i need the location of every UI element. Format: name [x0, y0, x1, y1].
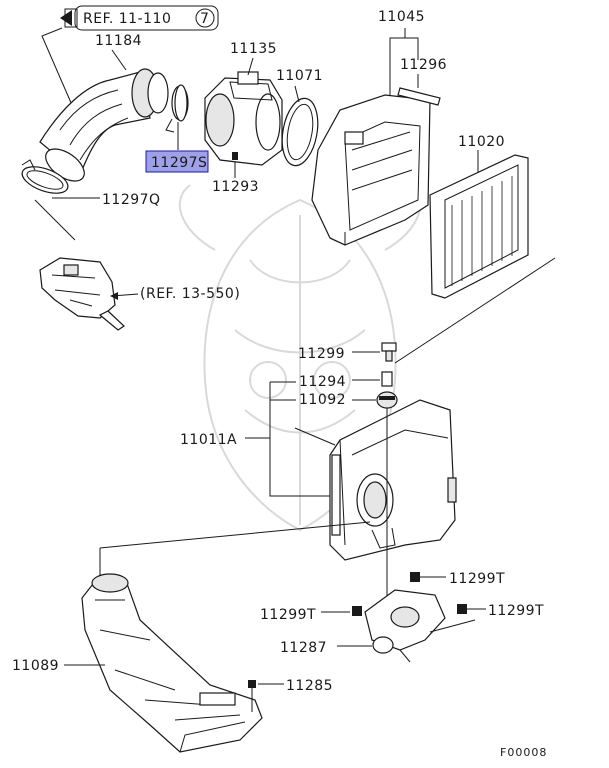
- label-11135: 11135: [230, 41, 277, 57]
- watermark-logo: [178, 184, 422, 532]
- part-11011A-housing[interactable]: [329, 399, 457, 561]
- label-11071: 11071: [276, 68, 323, 84]
- label-11299T-c: 11299T: [488, 603, 544, 619]
- part-11184-hose[interactable]: [39, 68, 189, 187]
- arrow-icon: [60, 10, 72, 26]
- label-11299T-b: 11299T: [260, 607, 316, 623]
- label-11184: 11184: [95, 33, 142, 49]
- part-11045-cover[interactable]: [311, 94, 431, 246]
- part-11294-collar[interactable]: [381, 371, 393, 387]
- label-11299T-a: 11299T: [449, 571, 505, 587]
- part-11293-screw[interactable]: [232, 152, 238, 160]
- label-11285: 11285: [286, 678, 333, 694]
- part-11296-clip[interactable]: [397, 87, 441, 106]
- part-11297Q-clamp[interactable]: [19, 159, 72, 199]
- part-11299T-bolt-c[interactable]: [457, 604, 467, 614]
- ref-13-label[interactable]: (REF. 13-550): [140, 286, 240, 302]
- label-11296: 11296: [400, 57, 447, 73]
- diagram-code: F00008: [500, 746, 547, 759]
- part-ref13-throttle[interactable]: [39, 257, 125, 331]
- label-11045: 11045: [378, 9, 425, 25]
- part-11285-screw[interactable]: [248, 680, 256, 712]
- part-11299T-bolt-a[interactable]: [410, 572, 420, 582]
- label-11297Q: 11297Q: [102, 192, 161, 208]
- part-11287-bracket[interactable]: [364, 589, 446, 663]
- label-11089: 11089: [12, 658, 59, 674]
- part-11092-grommet[interactable]: [376, 391, 398, 409]
- ref-intake-callout[interactable]: REF. 11-110 7: [60, 5, 219, 31]
- label-11287: 11287: [280, 640, 327, 656]
- label-11020: 11020: [458, 134, 505, 150]
- label-11092: 11092: [299, 392, 346, 408]
- part-11299-bolt[interactable]: [381, 342, 397, 362]
- ref-intake-label: REF. 11-110: [83, 11, 171, 27]
- label-11293: 11293: [212, 179, 259, 195]
- arrow-left-icon: [110, 292, 118, 300]
- label-11297S: 11297S: [151, 155, 207, 171]
- part-11135-maf[interactable]: [204, 71, 283, 166]
- part-11020-filter[interactable]: [429, 154, 529, 299]
- ref-intake-number: 7: [200, 11, 209, 27]
- part-11299T-bolt-b[interactable]: [352, 606, 362, 616]
- highlight-11297S[interactable]: [145, 150, 209, 173]
- label-11299: 11299: [298, 346, 345, 362]
- label-11011A: 11011A: [180, 432, 237, 448]
- part-11071-gasket[interactable]: [277, 96, 322, 169]
- part-11089-duct[interactable]: [81, 573, 263, 753]
- part-11297S-clamp[interactable]: [174, 84, 188, 122]
- label-11294: 11294: [299, 374, 346, 390]
